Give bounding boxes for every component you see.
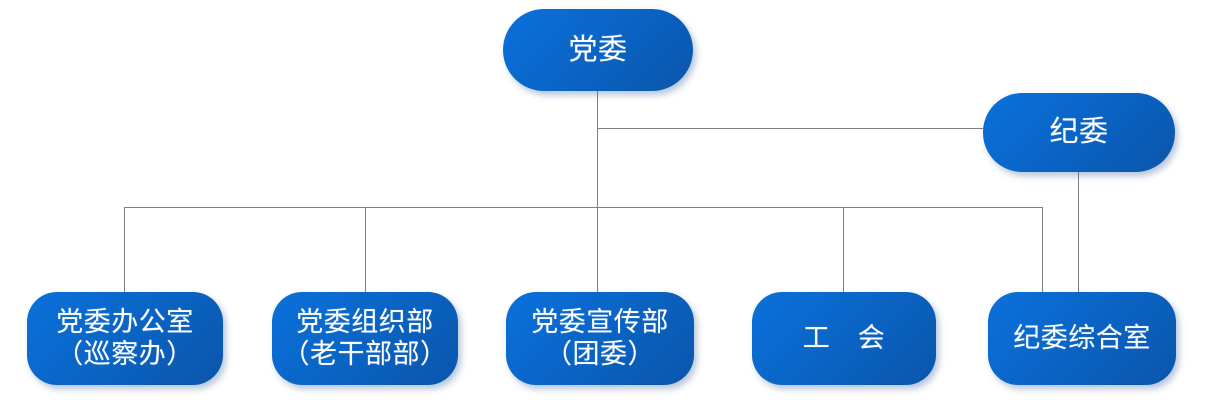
node-discipline-office[interactable]: 纪委综合室 [988,292,1176,385]
node-organization-dept[interactable]: 党委组织部 （老干部部） [272,292,458,385]
node-discipline-commission[interactable]: 纪委 [983,93,1175,172]
node-party-office[interactable]: 党委办公室 （巡察办） [27,292,223,385]
node-labor-union[interactable]: 工 会 [752,292,936,385]
node-propaganda-dept[interactable]: 党委宣传部 （团委） [506,292,694,385]
node-party-committee[interactable]: 党委 [503,9,693,91]
